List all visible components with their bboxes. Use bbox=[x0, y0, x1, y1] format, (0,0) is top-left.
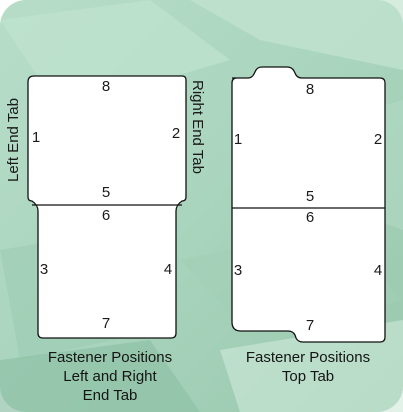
end-tab-caption-line-2: Left and Right bbox=[20, 367, 200, 386]
left-position-7: 7 bbox=[96, 316, 116, 331]
left-position-2: 2 bbox=[166, 126, 186, 141]
left-position-3: 3 bbox=[34, 262, 54, 277]
top-tab-caption-line-2: Top Tab bbox=[218, 367, 398, 386]
top-tab-position-1: 1 bbox=[228, 132, 248, 147]
left-position-8: 8 bbox=[96, 79, 116, 94]
left-position-5: 5 bbox=[96, 185, 116, 200]
end-tab-caption-line-1: Fastener Positions bbox=[20, 348, 200, 367]
top-tab-position-6: 6 bbox=[300, 210, 320, 225]
top-tab-caption-line-1: Fastener Positions bbox=[218, 348, 398, 367]
left-end-tab-label: Left End Tab bbox=[6, 98, 21, 182]
left-position-4: 4 bbox=[158, 262, 178, 277]
top-tab-caption: Fastener Positions Top Tab bbox=[218, 348, 398, 386]
end-tab-caption: Fastener Positions Left and Right End Ta… bbox=[20, 348, 200, 405]
top-tab-position-7: 7 bbox=[300, 318, 320, 333]
left-position-1: 1 bbox=[26, 130, 46, 145]
top-tab-position-5: 5 bbox=[300, 189, 320, 204]
top-tab-position-8: 8 bbox=[300, 82, 320, 97]
top-tab-position-2: 2 bbox=[368, 132, 388, 147]
end-tab-caption-line-3: End Tab bbox=[20, 386, 200, 405]
top-tab-position-3: 3 bbox=[228, 263, 248, 278]
left-position-6: 6 bbox=[96, 208, 116, 223]
right-end-tab-label: Right End Tab bbox=[190, 80, 205, 174]
top-tab-position-4: 4 bbox=[368, 263, 388, 278]
